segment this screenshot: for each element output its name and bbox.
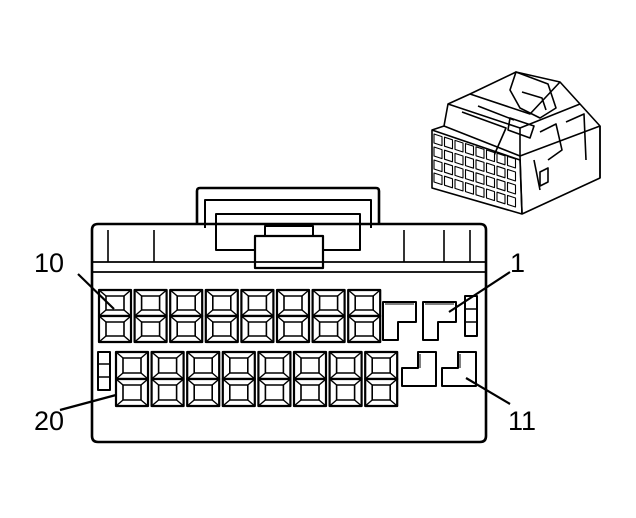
iso-cavity: [443, 149, 454, 163]
iso-cavity: [496, 152, 506, 166]
bottom-cavity-3-upper: [186, 350, 221, 381]
bottom-cavity-3-lower: [186, 377, 221, 408]
iso-cavity: [454, 178, 464, 192]
bottom-cavity-6-upper: [292, 350, 328, 381]
top-cavity-6-lower: [275, 314, 311, 344]
iso-cavity: [496, 191, 506, 205]
iso-cavity: [485, 149, 496, 163]
iso-cavity: [464, 182, 475, 195]
iso-cavity: [464, 156, 475, 169]
bottom-cavity-8-upper: [364, 350, 399, 381]
pin-label-1: 1: [510, 248, 525, 278]
iso-cavity: [433, 146, 443, 160]
bottom-cavity-1-lower: [114, 377, 150, 408]
iso-cavity: [433, 133, 443, 147]
top-cavity-4-upper: [204, 288, 239, 318]
iso-cavity: [485, 162, 496, 176]
pin-label-10: 10: [34, 248, 64, 278]
cavity-row-bottom: [114, 350, 399, 408]
terminal-position-assurance: [97, 295, 478, 391]
iso-cavity: [506, 168, 517, 182]
iso-cavity: [464, 143, 475, 156]
top-cavity-5-lower: [240, 314, 275, 344]
pin-label-20: 20: [34, 406, 64, 436]
top-cavity-5-upper: [240, 288, 275, 318]
top-cavity-2-lower: [133, 314, 168, 344]
bottom-cavity-1-upper: [114, 350, 150, 381]
iso-cavity: [475, 172, 485, 185]
iso-cavity: [443, 136, 454, 150]
bottom-cavity-2-upper: [150, 350, 185, 381]
bottom-cavity-4-lower: [221, 377, 256, 408]
bottom-cavity-7-lower: [328, 377, 363, 408]
iso-cavity: [454, 165, 464, 179]
connector-isometric-view: [431, 71, 601, 215]
iso-cavity: [506, 194, 517, 208]
iso-cavity: [433, 159, 443, 173]
top-cavity-8-upper: [347, 288, 382, 318]
iso-cavity: [443, 175, 454, 189]
iso-cavity: [496, 178, 506, 192]
bottom-cavity-5-lower: [257, 377, 292, 408]
iso-cavity: [475, 185, 485, 198]
iso-cavity: [475, 159, 485, 172]
bottom-cavity-4-upper: [221, 350, 256, 381]
iso-cavity: [506, 155, 517, 169]
bottom-cavity-7-upper: [328, 350, 363, 381]
iso-cavity: [454, 139, 464, 153]
top-cavity-4-lower: [204, 314, 239, 344]
bottom-cavity-5-upper: [257, 350, 292, 381]
iso-cavity: [454, 152, 464, 166]
bottom-cavity-6-lower: [292, 377, 328, 408]
iso-cavity: [475, 146, 485, 159]
cavity-row-top: [97, 288, 382, 344]
top-cavity-7-lower: [311, 314, 346, 344]
iso-cavity: [464, 169, 475, 182]
leader-lines: [59, 271, 511, 412]
connector-face: [90, 186, 488, 444]
iso-cavity: [433, 172, 443, 186]
pin-label-11: 11: [508, 406, 536, 436]
top-cavity-3-upper: [169, 288, 204, 318]
iso-cavity: [485, 188, 496, 202]
top-cavity-6-upper: [275, 288, 311, 318]
iso-cavity: [496, 165, 506, 179]
top-cavity-3-lower: [169, 314, 204, 344]
bottom-cavity-8-lower: [364, 377, 399, 408]
top-cavity-1-lower: [97, 314, 133, 344]
top-cavity-8-lower: [347, 314, 382, 344]
iso-cavity: [443, 162, 454, 176]
bottom-cavity-2-lower: [150, 377, 185, 408]
top-cavity-7-upper: [311, 288, 346, 318]
iso-cavity: [485, 175, 496, 189]
top-cavity-2-upper: [133, 288, 168, 318]
iso-cavity: [506, 181, 517, 195]
top-cavity-1-upper: [97, 288, 133, 318]
